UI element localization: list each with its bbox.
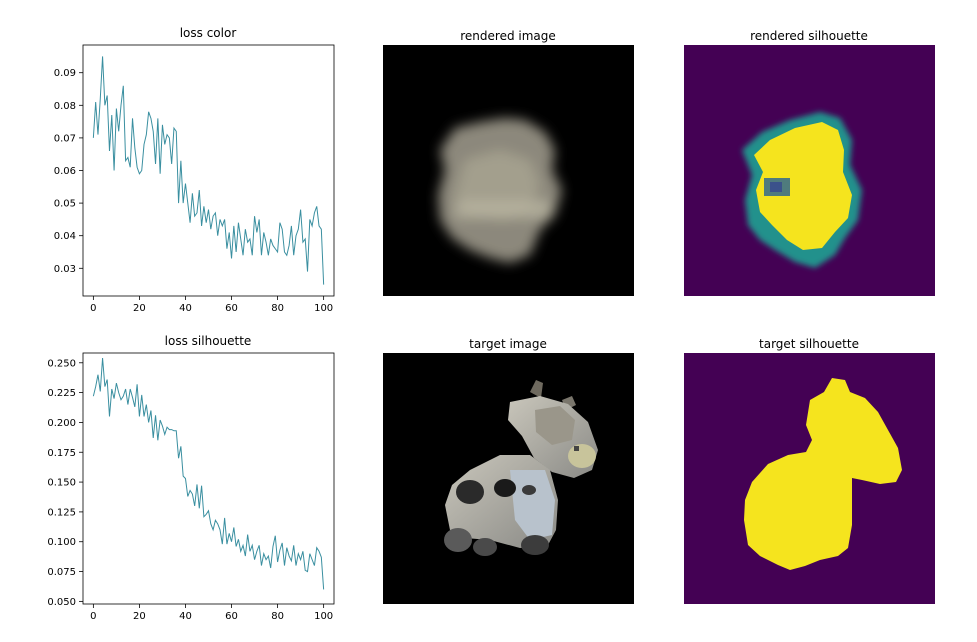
loss-silhouette-ytick-label: 0.125 — [47, 507, 76, 518]
loss-silhouette-ytick-label: 0.175 — [47, 448, 76, 459]
target-image-title: target image — [469, 337, 547, 351]
loss-silhouette-xtick-label: 80 — [271, 611, 284, 622]
loss-silhouette-ytick-label: 0.050 — [47, 597, 76, 608]
loss-color-ytick-label: 0.08 — [54, 101, 76, 112]
loss-silhouette-xtick-label: 100 — [314, 611, 333, 622]
loss-color-title: loss color — [180, 26, 237, 40]
loss-color-xtick-label: 0 — [90, 303, 96, 314]
loss-color-plot: 0 20 40 60 80 100 0.03 0.04 0.05 0.06 0.07 0.08 0.09 — [54, 44, 335, 314]
rendered-silhouette-panel: rendered silhouette — [684, 29, 935, 296]
loss-color-axes-frame — [82, 44, 335, 297]
rendered-image-panel: rendered image — [383, 29, 634, 296]
target-image-panel: target image — [383, 337, 634, 604]
loss-silhouette-series-line — [92, 357, 325, 590]
target-silhouette-panel: target silhouette — [684, 337, 935, 604]
target-silhouette-shape — [744, 378, 902, 570]
loss-silhouette-ytick-label: 0.075 — [47, 567, 76, 578]
loss-color-ytick-label: 0.06 — [54, 166, 76, 177]
loss-color-xtick-label: 20 — [133, 303, 146, 314]
rendered-image-blob — [438, 118, 562, 263]
loss-color-series-line — [92, 56, 325, 285]
loss-silhouette-ytick-label: 0.200 — [47, 418, 76, 429]
loss-silhouette-xtick-label: 40 — [179, 611, 192, 622]
loss-color-ytick-label: 0.04 — [54, 231, 76, 242]
loss-silhouette-ytick-label: 0.150 — [47, 478, 76, 489]
target-silhouette-title: target silhouette — [759, 337, 859, 351]
loss-color-xtick-label: 100 — [314, 303, 333, 314]
loss-color-xtick-label: 80 — [271, 303, 284, 314]
loss-color-ytick-label: 0.07 — [54, 133, 76, 144]
loss-silhouette-xtick-label: 20 — [133, 611, 146, 622]
loss-silhouette-title: loss silhouette — [165, 334, 252, 348]
rendered-silhouette-title: rendered silhouette — [750, 29, 868, 43]
loss-silhouette-xtick-label: 60 — [225, 611, 238, 622]
loss-color-ytick-label: 0.03 — [54, 264, 76, 275]
loss-silhouette-panel: loss silhouette 0 20 40 60 80 100 0.050 0.075 0.… — [47, 334, 335, 622]
loss-silhouette-axes-frame — [82, 352, 335, 605]
loss-color-xtick-label: 60 — [225, 303, 238, 314]
target-image-cow — [444, 380, 598, 556]
loss-silhouette-ytick-label: 0.100 — [47, 537, 76, 548]
loss-silhouette-plot: 0 20 40 60 80 100 0.050 0.075 0.100 0.125 0.150 0.1… — [47, 352, 335, 622]
loss-silhouette-ytick-label: 0.250 — [47, 358, 76, 369]
loss-silhouette-ytick-label: 0.225 — [47, 388, 76, 399]
loss-color-ytick-label: 0.05 — [54, 199, 76, 210]
loss-silhouette-xtick-label: 0 — [90, 611, 96, 622]
loss-color-xtick-label: 40 — [179, 303, 192, 314]
loss-color-ytick-label: 0.09 — [54, 68, 76, 79]
rendered-image-title: rendered image — [460, 29, 556, 43]
rendered-silhouette-shape — [742, 112, 862, 268]
